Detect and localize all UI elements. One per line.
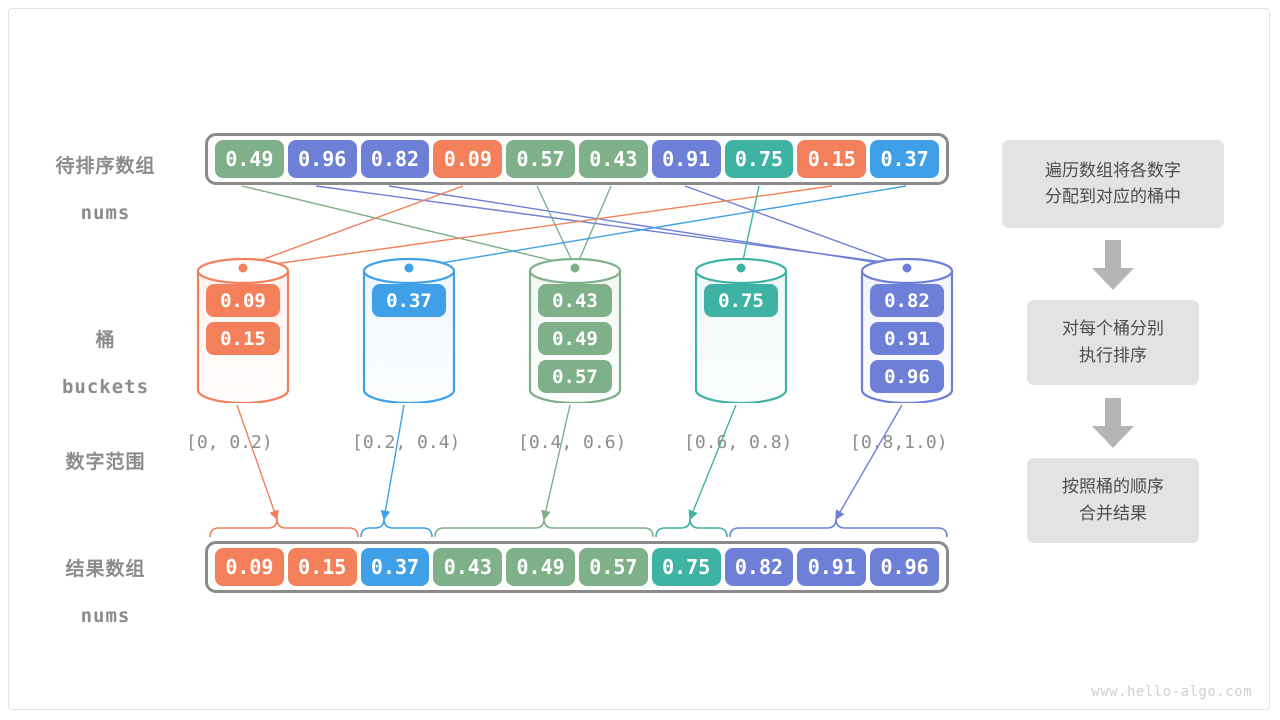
bucket-anchor-dot: [902, 263, 912, 273]
diagram-frame: [8, 8, 1270, 710]
output-array-cell: 0.37: [360, 548, 430, 586]
flow-step-merge-results: 按照桶的顺序 合并结果: [1027, 458, 1199, 543]
bucket-anchor-dot: [238, 263, 248, 273]
label-buckets-mono: buckets: [61, 375, 150, 398]
flow-step-sort-each-bucket: 对每个桶分别 执行排序: [1027, 300, 1199, 385]
flow-arrow-down-1: [1092, 240, 1134, 290]
bucket-item: 0.82: [870, 284, 944, 317]
bucket-range-label: [0.2, 0.4): [352, 432, 461, 453]
bucket-item: 0.49: [538, 322, 612, 355]
label-buckets: 桶 buckets: [18, 306, 193, 422]
label-output-array: 结果数组 nums: [18, 535, 193, 651]
label-output-array-mono: nums: [80, 604, 131, 627]
bucket-items: 0.43 0.49 0.57: [535, 284, 615, 393]
output-array-cell: 0.43: [433, 548, 503, 586]
bucket-item: 0.09: [206, 284, 280, 317]
bucket-item: 0.37: [372, 284, 446, 317]
bucket-anchor-dot: [404, 263, 414, 273]
bucket-item: 0.15: [206, 322, 280, 355]
label-buckets-cn: 桶: [95, 328, 116, 351]
bucket-item: 0.57: [538, 360, 612, 393]
input-array-cell: 0.82: [360, 140, 430, 178]
bucket: 0.82 0.91 0.96: [860, 258, 954, 403]
label-number-range: 数字范围: [18, 428, 193, 497]
input-array-cell: 0.09: [433, 140, 503, 178]
input-array-cell: 0.96: [287, 140, 357, 178]
input-array-cell: 0.37: [870, 140, 939, 178]
label-output-array-cn: 结果数组: [65, 557, 146, 580]
flow-step-distribute: 遍历数组将各数字 分配到对应的桶中: [1002, 140, 1224, 228]
output-array-cell: 0.91: [797, 548, 867, 586]
bucket-item: 0.91: [870, 322, 944, 355]
input-array-cell: 0.43: [578, 140, 648, 178]
label-input-array-cn: 待排序数组: [55, 154, 156, 177]
bucket-items: 0.37: [369, 284, 449, 317]
bucket-cylinder-shape: [694, 258, 788, 403]
input-array-cell: 0.57: [506, 140, 575, 178]
bucket-range-label: [0.4, 0.6): [518, 432, 627, 453]
bucket-items: 0.82 0.91 0.96: [867, 284, 947, 393]
label-number-range-cn: 数字范围: [65, 450, 146, 473]
bucket: 0.75: [694, 258, 788, 403]
bucket-anchor-dot: [570, 263, 580, 273]
input-array-cell: 0.49: [215, 140, 284, 178]
input-array-cell: 0.91: [651, 140, 721, 178]
output-array-cell: 0.09: [215, 548, 284, 586]
bucket-items: 0.09 0.15: [203, 284, 283, 355]
bucket-items: 0.75: [701, 284, 781, 317]
output-array-cell: 0.82: [724, 548, 794, 586]
output-array-cell: 0.15: [287, 548, 357, 586]
bucket-item: 0.75: [704, 284, 778, 317]
bucket-anchor-dot: [736, 263, 746, 273]
label-input-array-mono: nums: [80, 201, 131, 224]
output-array-cell: 0.75: [651, 548, 721, 586]
bucket-range-label: [0.8,1.0): [850, 432, 948, 453]
flow-arrow-down-2: [1092, 398, 1134, 448]
watermark: www.hello-algo.com: [1091, 684, 1252, 700]
bucket-item: 0.96: [870, 360, 944, 393]
output-array-cell: 0.57: [578, 548, 648, 586]
bucket: 0.37: [362, 258, 456, 403]
bucket-cylinder-shape: [362, 258, 456, 403]
bucket: 0.43 0.49 0.57: [528, 258, 622, 403]
output-array-cell: 0.49: [506, 548, 575, 586]
bucket-item: 0.43: [538, 284, 612, 317]
label-input-array: 待排序数组 nums: [18, 132, 193, 248]
bucket-range-label: [0.6, 0.8): [684, 432, 793, 453]
input-array-cell: 0.75: [724, 140, 794, 178]
input-array-cell: 0.15: [797, 140, 867, 178]
bucket: 0.09 0.15: [196, 258, 290, 403]
bucket-range-label: [0, 0.2): [186, 432, 273, 453]
output-array-cell: 0.96: [870, 548, 939, 586]
